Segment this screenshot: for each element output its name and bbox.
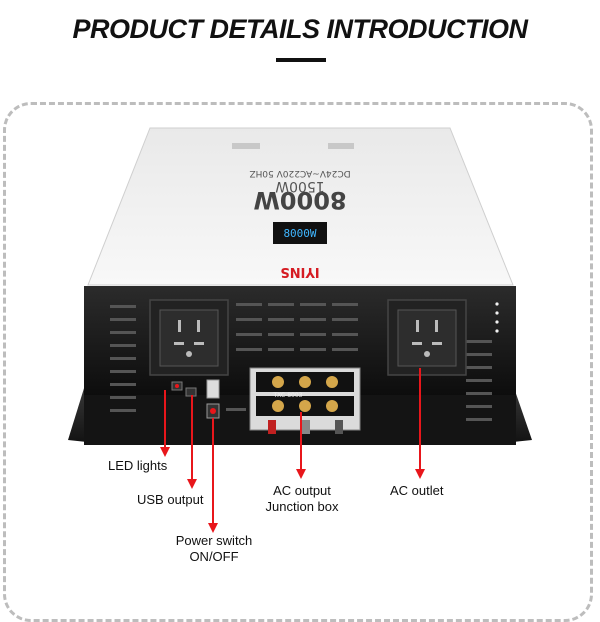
usb-output-label: USB output: [137, 492, 204, 507]
inverter-illustration: 8000W 1500W DC24V~AC220V 50HZ 8000W IYIN…: [68, 127, 532, 533]
top-small-label-2: [328, 143, 354, 149]
ac-output-label-line1: AC output: [273, 483, 331, 498]
spec-text: DC24V~AC220V 50HZ: [249, 168, 350, 178]
ac-outlet-label: AC outlet: [390, 483, 444, 498]
lcd-display: [273, 222, 327, 244]
title-underline: [276, 58, 326, 62]
callout-arrowheads: [160, 447, 425, 533]
callout-arrows: [164, 368, 421, 524]
terminal-post-dark: [335, 420, 343, 434]
terminal-post-red: [268, 420, 276, 434]
center-vents: [236, 303, 358, 351]
power-switch-label: Power switch ON/OFF: [168, 533, 260, 565]
usb-port: [206, 379, 220, 399]
top-small-label-1: [232, 143, 260, 149]
ac-output-label: AC output Junction box: [256, 483, 348, 515]
brand-text: IYINS: [280, 264, 319, 279]
power-switch-label-line1: Power switch: [175, 533, 253, 548]
led-lights: [171, 381, 197, 397]
right-indicator-dots: [495, 302, 499, 333]
junction-box: TXC-8003: [249, 367, 361, 434]
page-title: PRODUCT DETAILS INTRODUCTION: [72, 14, 528, 44]
right-vents: [466, 340, 492, 421]
power-switch-indicator: [210, 408, 216, 414]
model-text: 8000W: [253, 186, 346, 214]
right-ac-socket: [387, 299, 467, 376]
power-switch-label-line2: ON/OFF: [189, 549, 239, 564]
power-switch-slot: [226, 408, 246, 411]
watt-sub-text: 1500W: [275, 178, 325, 194]
lcd-display-text: 8000W: [283, 227, 316, 240]
inverter-top-housing: [87, 127, 514, 286]
left-ac-socket: [149, 299, 229, 376]
terminal-post-silver: [302, 420, 310, 434]
terminal-label: TXC-8003: [273, 392, 303, 399]
led-lights-label: LED lights: [108, 458, 168, 473]
ac-output-label-line2: Junction box: [265, 499, 339, 514]
top-label-area: 8000W 1500W DC24V~AC220V 50HZ 8000W IYIN…: [232, 143, 354, 279]
left-vents: [110, 305, 136, 412]
